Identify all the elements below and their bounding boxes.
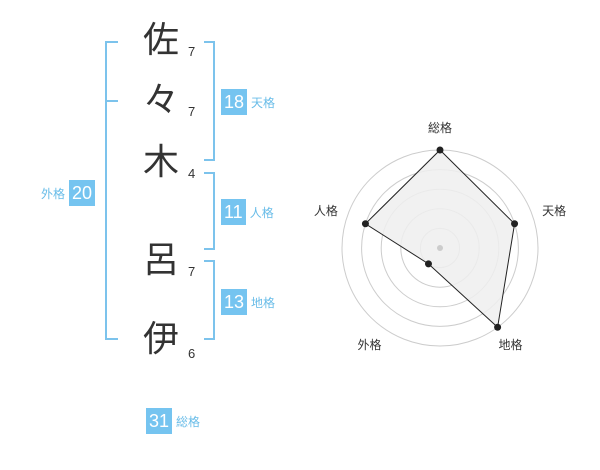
radar-point-1 — [436, 146, 444, 154]
chikaku-bracket-vertical — [213, 260, 215, 340]
radar-axis-label-4: 外格 — [357, 337, 381, 352]
stroke-count-3: 4 — [188, 166, 196, 181]
tenkaku-bracket-vertical — [213, 41, 215, 161]
chikaku-label: 地格 — [251, 295, 276, 310]
chikaku-bracket-top — [204, 260, 215, 262]
gaikaku-bracket-vertical — [105, 41, 107, 340]
name-char-1: 佐 — [142, 20, 179, 61]
radar-series-polygon — [364, 149, 516, 329]
radar-axis-label-1: 総格 — [428, 120, 452, 135]
name-char-3: 木 — [142, 142, 179, 183]
radar-axis-label-2: 天格 — [542, 203, 566, 218]
gaikaku-bracket-bottom — [105, 338, 118, 340]
stroke-count-2: 7 — [188, 104, 196, 119]
gaikaku-bracket-top — [105, 41, 118, 43]
radar-point-4 — [424, 260, 432, 268]
radar-axis-label-3: 地格 — [499, 337, 523, 352]
stroke-count-1: 7 — [188, 44, 196, 59]
gaikaku-bracket-tick — [105, 100, 118, 102]
chikaku-badge: 13 地格 — [221, 289, 275, 315]
radar-point-5 — [361, 220, 369, 228]
jinkaku-label: 人格 — [249, 205, 274, 220]
name-char-5: 伊 — [142, 319, 179, 360]
gaikaku-value: 20 — [69, 180, 96, 206]
jinkaku-bracket-bottom — [204, 248, 215, 250]
stroke-count-5: 6 — [188, 346, 196, 361]
gaikaku-label: 外格 — [41, 186, 66, 201]
tenkaku-value: 18 — [221, 89, 248, 115]
tenkaku-badge: 18 天格 — [221, 89, 275, 115]
radar-center-dot — [437, 245, 443, 251]
gaikaku-badge: 外格 20 — [41, 180, 96, 206]
radar-point-2 — [511, 220, 519, 228]
soukaku-label: 総格 — [176, 414, 201, 429]
tenkaku-bracket-top — [204, 41, 215, 43]
radar-axis-label-5: 人格 — [314, 203, 338, 218]
stroke-count-4: 7 — [188, 264, 196, 279]
radar-point-3 — [494, 323, 502, 331]
tenkaku-bracket-bottom — [204, 159, 215, 161]
jinkaku-badge: 11 人格 — [221, 199, 274, 225]
jinkaku-value: 11 — [221, 199, 246, 225]
jinkaku-bracket-top — [204, 172, 215, 174]
soukaku-value: 31 — [146, 408, 173, 434]
name-char-4: 呂 — [142, 240, 179, 281]
soukaku-badge: 31 総格 — [146, 408, 200, 434]
chikaku-value: 13 — [221, 289, 248, 315]
tenkaku-label: 天格 — [251, 95, 276, 110]
jinkaku-bracket-vertical — [213, 172, 215, 250]
chikaku-bracket-bottom — [204, 338, 215, 340]
name-char-2: 々 — [142, 80, 179, 121]
